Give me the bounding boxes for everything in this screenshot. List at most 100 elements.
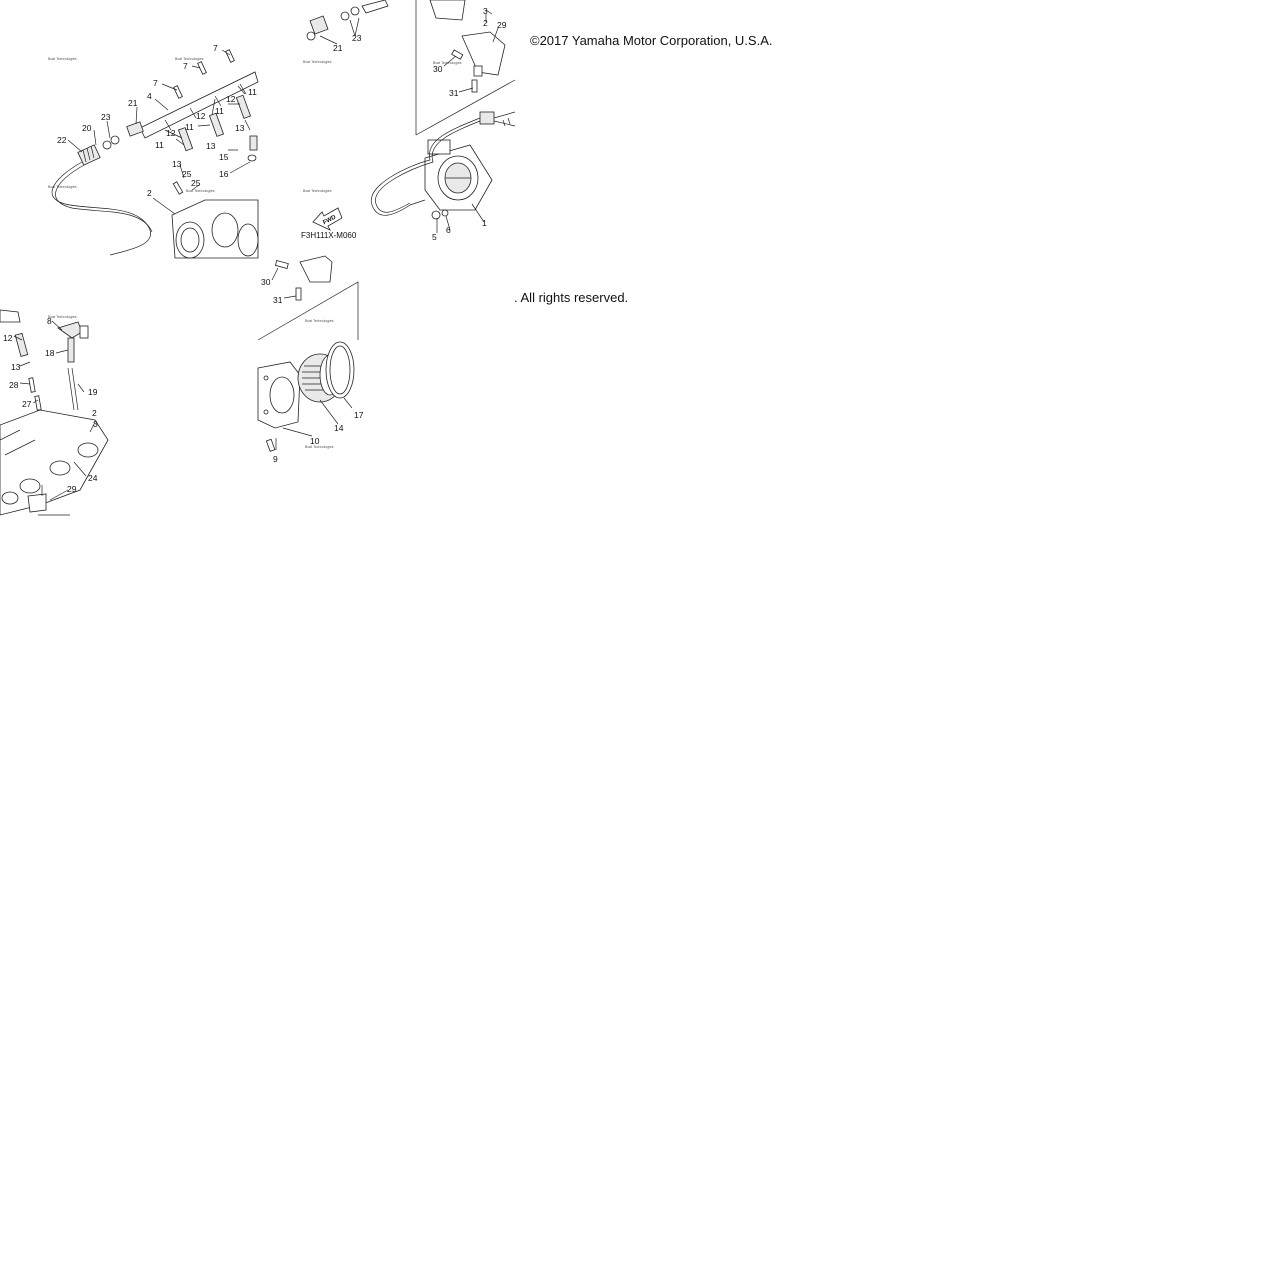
washer [441,209,449,217]
callout-label: 13 [11,362,21,372]
callout-label: 27 [22,399,32,409]
diagram-tile-intake-adapter: Boat Technologies Boat Technologies 30 [257,255,364,464]
rights-reserved-text: . All rights reserved. [514,290,629,305]
bracket [461,31,506,77]
callout-label: 30 [433,64,443,74]
callout-label: 29 [497,20,507,30]
callout-label: 20 [82,123,92,133]
fuel-hose [51,161,151,256]
sensor [57,321,89,363]
pressure-sensor [247,135,258,162]
fuel-fitting [102,121,144,150]
watermark-text: Boat Technologies [175,57,204,61]
fuel-injector [208,112,225,137]
callout-label: 11 [248,87,257,97]
callout-label: 19 [88,387,98,397]
harness-connector [479,111,516,127]
callout-label: 13 [235,123,245,133]
intake-manifold [0,409,109,516]
fuel-filter [77,144,101,166]
fuel-injector [235,94,252,119]
callout-label: 7 [183,61,188,71]
callout-label: 11 [155,140,164,150]
bolt [173,85,183,99]
callout-label: 11 [185,122,194,132]
callout-label: 12 [166,128,176,138]
callout-label: 15 [219,152,229,162]
callout-label: 11 [215,106,224,116]
callout-label: 25 [191,178,201,188]
callout-label: 9 [273,454,278,464]
watermark-text: Boat Technologies [303,60,332,64]
plate [429,0,466,21]
callout-label: 23 [101,112,111,122]
callout-label: 31 [273,295,283,305]
diagram-tile-throttle-body: Boat Technologies Boat Technologies Boat… [301,0,516,242]
callout-label: 17 [354,410,364,420]
clamp-ring [325,341,355,399]
callout-label: 7 [153,78,158,88]
callout-label: 25 [182,169,192,179]
adapter-plate [257,361,301,429]
callout-label: 12 [196,111,206,121]
watermark-text: Boat Technologies [303,189,332,193]
watermark-text: Boat Technologies [48,185,77,189]
bolt [274,260,289,269]
callout-label: 3 [93,419,98,429]
copyright-text: ©2017 Yamaha Motor Corporation, U.S.A. [530,33,773,48]
bolt [451,49,464,60]
callout-label: 21 [333,43,343,53]
callout-label: 2 [92,408,97,418]
callout-label: 29 [67,484,77,494]
bolt [34,395,42,411]
callout-label: 3 [483,6,488,16]
fuel-fitting [306,0,389,41]
bolt [172,181,184,195]
fuel-pipe [0,309,21,323]
callout-label: 22 [57,135,67,145]
callout-label: 24 [88,473,98,483]
callout-label: 31 [449,88,459,98]
callout-label: 7 [213,43,218,53]
bracket [299,255,333,283]
callout-label: 28 [9,380,19,390]
diagram-code: F3H111X-M060 [301,231,357,240]
fuel-injector [14,332,29,357]
callout-label: 2 [147,188,152,198]
diagram-tile-fuel-rail: Boat Technologies Boat Technologies Boat… [48,43,259,259]
callout-label: 30 [261,277,271,287]
bolt [197,61,207,75]
fwd-arrow-icon: FWD [312,207,343,231]
watermark-text: Boat Technologies [186,189,215,193]
callout-label: 10 [310,436,320,446]
callout-label: 13 [206,141,216,151]
callout-label: 5 [432,232,437,242]
callout-label: 13 [172,159,182,169]
callout-label: 8 [47,316,52,326]
bolt [471,79,478,93]
intake-manifold [171,199,259,259]
bolt [28,377,36,393]
callout-label: 12 [3,333,13,343]
watermark-text: Boat Technologies [305,445,334,449]
bolt [265,438,276,452]
callout-label: 12 [226,94,236,104]
callout-label: 21 [128,98,138,108]
fuel-rail [139,71,259,139]
wire-harness [371,117,481,216]
callout-label: 18 [45,348,55,358]
callout-label: 14 [334,423,344,433]
callout-label: 16 [219,169,229,179]
fuel-injector [177,127,194,152]
callout-label: 2 [483,18,488,28]
watermark-text: Boat Technologies [48,57,77,61]
callout-label: 23 [352,33,362,43]
nut [431,210,441,220]
hose [67,367,79,411]
watermark-text: Boat Technologies [305,319,334,323]
bolt [295,287,302,301]
callout-label: 6 [446,225,451,235]
bracket [27,493,47,513]
bolt [225,49,235,63]
